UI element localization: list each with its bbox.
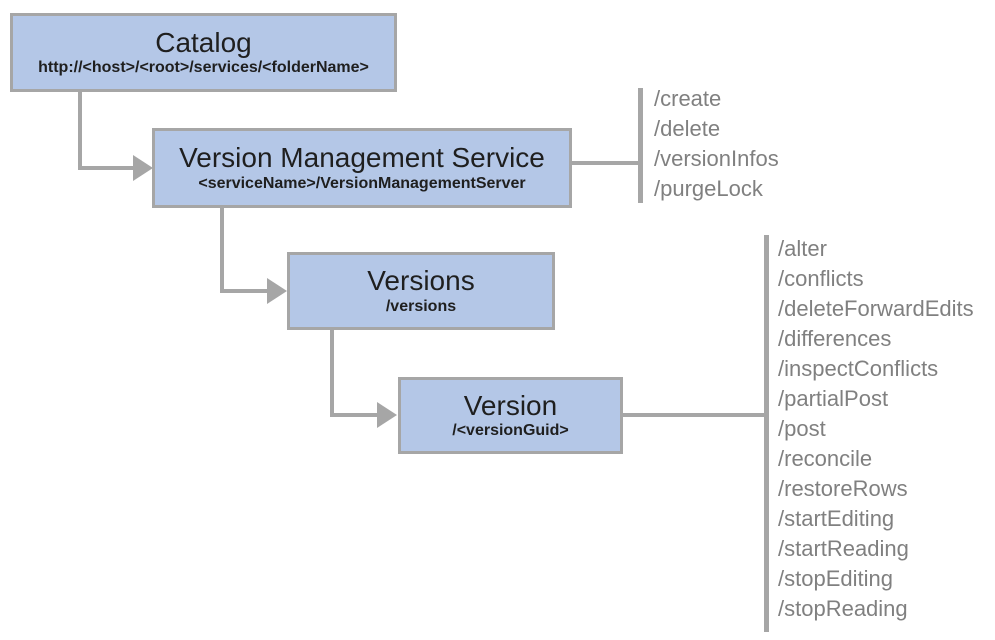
node-catalog: Catalog http://<host>/<root>/services/<f… [10, 13, 397, 92]
connector-versions-version-horizontal [330, 413, 378, 417]
operations-bracket-vms [638, 88, 643, 203]
connector-versions-version-vertical [330, 330, 334, 417]
operation-item: /deleteForwardEdits [778, 296, 974, 321]
node-version-management-service: Version Management Service <serviceName>… [152, 128, 572, 208]
operation-item: /partialPost [778, 386, 889, 411]
connector-vms-operations [572, 161, 640, 165]
arrowhead-icon [133, 155, 153, 181]
connector-catalog-vms-horizontal [78, 166, 135, 170]
connector-version-operations [623, 413, 766, 417]
operations-list-version: /alter/conflicts/deleteForwardEdits/diff… [778, 234, 974, 624]
node-version-subtitle: /<versionGuid> [452, 422, 569, 440]
operation-item: /alter [778, 236, 827, 261]
arrowhead-icon [267, 278, 287, 304]
operation-item: /differences [778, 326, 892, 351]
operations-list-vms: /create/delete/versionInfos/purgeLock [654, 84, 779, 204]
operation-item: /create [654, 86, 722, 111]
node-versions: Versions /versions [287, 252, 555, 330]
operation-item: /versionInfos [654, 146, 779, 171]
operation-item: /stopReading [778, 596, 908, 621]
connector-vms-versions-vertical [220, 208, 224, 293]
node-version: Version /<versionGuid> [398, 377, 623, 454]
connector-catalog-vms-vertical [78, 92, 82, 170]
node-vms-title: Version Management Service [179, 142, 545, 174]
connector-vms-versions-horizontal [220, 289, 268, 293]
operation-item: /post [778, 416, 826, 441]
node-versions-title: Versions [367, 265, 475, 297]
operation-item: /conflicts [778, 266, 864, 291]
operation-item: /startEditing [778, 506, 895, 531]
node-version-title: Version [463, 389, 558, 421]
operation-item: /purgeLock [654, 176, 763, 201]
operation-item: /delete [654, 116, 721, 141]
operation-item: /restoreRows [778, 476, 908, 501]
operation-item: /stopEditing [778, 566, 893, 591]
operation-item: /startReading [778, 536, 909, 561]
operation-item: /inspectConflicts [778, 356, 939, 381]
node-versions-subtitle: /versions [385, 297, 457, 315]
arrowhead-icon [377, 402, 397, 428]
node-vms-subtitle: <serviceName>/VersionManagementServer [198, 174, 526, 192]
operation-item: /reconcile [778, 446, 873, 471]
operations-bracket-version [764, 235, 769, 632]
node-catalog-subtitle: http://<host>/<root>/services/<folderNam… [38, 59, 369, 77]
node-catalog-title: Catalog [155, 26, 252, 58]
